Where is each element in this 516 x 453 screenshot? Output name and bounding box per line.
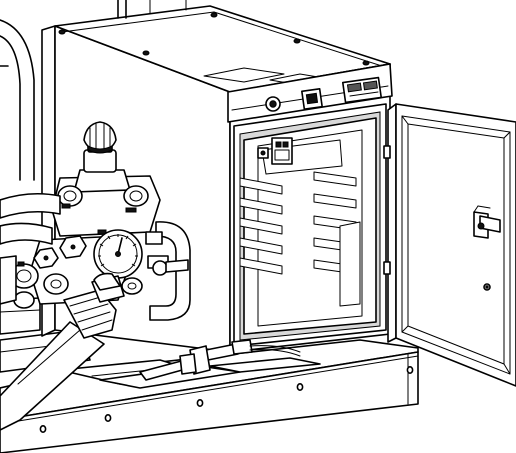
terminal-block: [257, 137, 293, 165]
floor-hose: [139, 339, 301, 381]
power-switch-icon: [269, 100, 277, 108]
pressure-regulator-knob: [83, 121, 117, 154]
pressure-gauge: [93, 229, 143, 279]
control-panel: [227, 63, 393, 123]
suction-hose: [0, 321, 105, 431]
vent-slots-left: [239, 177, 283, 275]
hose-coupling: [63, 272, 125, 339]
cabinet-door: [383, 103, 516, 387]
door-latch: [473, 205, 501, 239]
